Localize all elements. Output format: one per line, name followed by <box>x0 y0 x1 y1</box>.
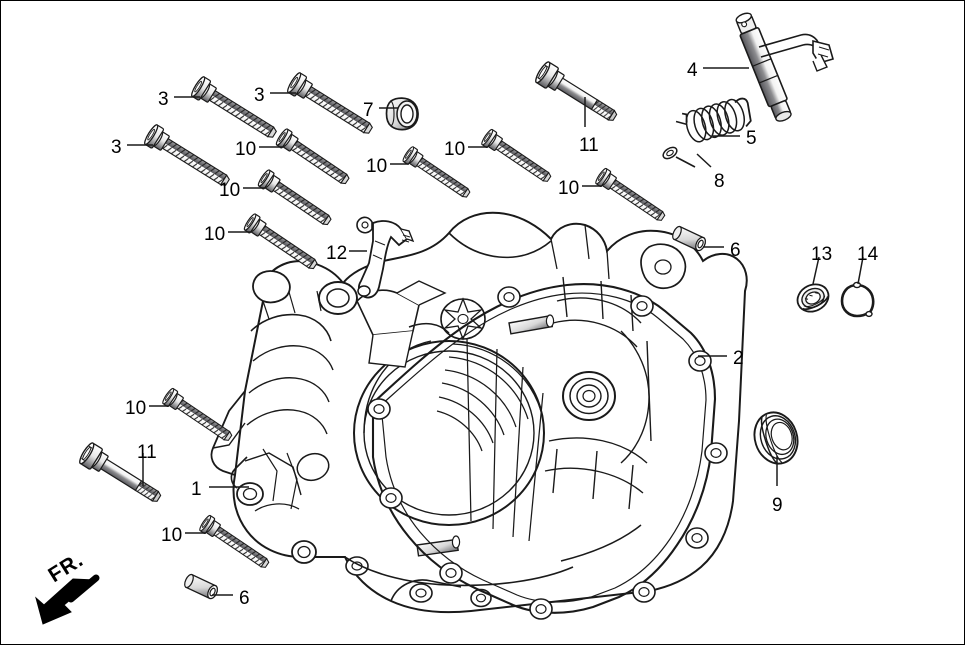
crankcase-cover-gasket <box>367 283 728 620</box>
front-direction-arrow <box>35 574 100 625</box>
callout-3: 3 <box>158 89 169 110</box>
crank-bearing-bore <box>562 371 616 421</box>
bolt-10-b <box>256 168 336 231</box>
callout-6: 6 <box>239 588 250 609</box>
callout-10: 10 <box>558 178 580 199</box>
callout-11: 11 <box>579 135 599 156</box>
gear-shift-spindle <box>735 12 792 122</box>
bolt-10-a <box>274 127 354 190</box>
leader-line-8 <box>696 153 712 168</box>
bolt-10-g <box>160 386 236 446</box>
callout-9: 9 <box>772 495 783 516</box>
callout-1: 1 <box>191 479 202 500</box>
callout-2: 2 <box>733 348 744 369</box>
gearshift-return-spring <box>675 97 752 143</box>
crankcase-assembly <box>210 211 748 620</box>
gear-shift-spindle-arm <box>758 33 834 72</box>
callout-5: 5 <box>746 128 757 149</box>
collar-bushing <box>385 97 419 131</box>
callout-10: 10 <box>235 139 257 160</box>
callout-4: 4 <box>687 60 698 81</box>
callout-10: 10 <box>366 156 388 177</box>
bolt-11-a <box>532 59 622 129</box>
left-crankcase-body <box>210 211 748 614</box>
ball-bearing <box>796 283 830 313</box>
callout-10: 10 <box>444 139 466 160</box>
callout-13: 13 <box>811 244 833 265</box>
bolt-10-f <box>593 166 669 226</box>
bolt-3-a <box>189 74 282 145</box>
dowel-pin-b <box>182 572 220 601</box>
callout-10: 10 <box>161 525 183 546</box>
leader-line-13 <box>812 256 820 285</box>
callout-14: 14 <box>857 244 879 265</box>
callout-11: 11 <box>137 442 157 463</box>
callout-3: 3 <box>254 85 265 106</box>
callout-10: 10 <box>125 398 147 419</box>
gearshift-arm <box>356 216 415 299</box>
circlip-snap-ring <box>840 281 875 318</box>
callout-12: 12 <box>326 243 348 264</box>
callout-7: 7 <box>363 100 374 121</box>
callout-8: 8 <box>714 171 725 192</box>
callout-10: 10 <box>219 180 241 201</box>
callout-6: 6 <box>730 240 741 261</box>
callout-3: 3 <box>111 137 122 158</box>
oil-seal <box>753 411 799 465</box>
bolt-10-e <box>479 127 555 187</box>
callout-10: 10 <box>204 224 226 245</box>
callout-leader-lines <box>127 67 864 596</box>
washer-pin <box>662 146 696 168</box>
leader-line-14 <box>857 256 864 285</box>
